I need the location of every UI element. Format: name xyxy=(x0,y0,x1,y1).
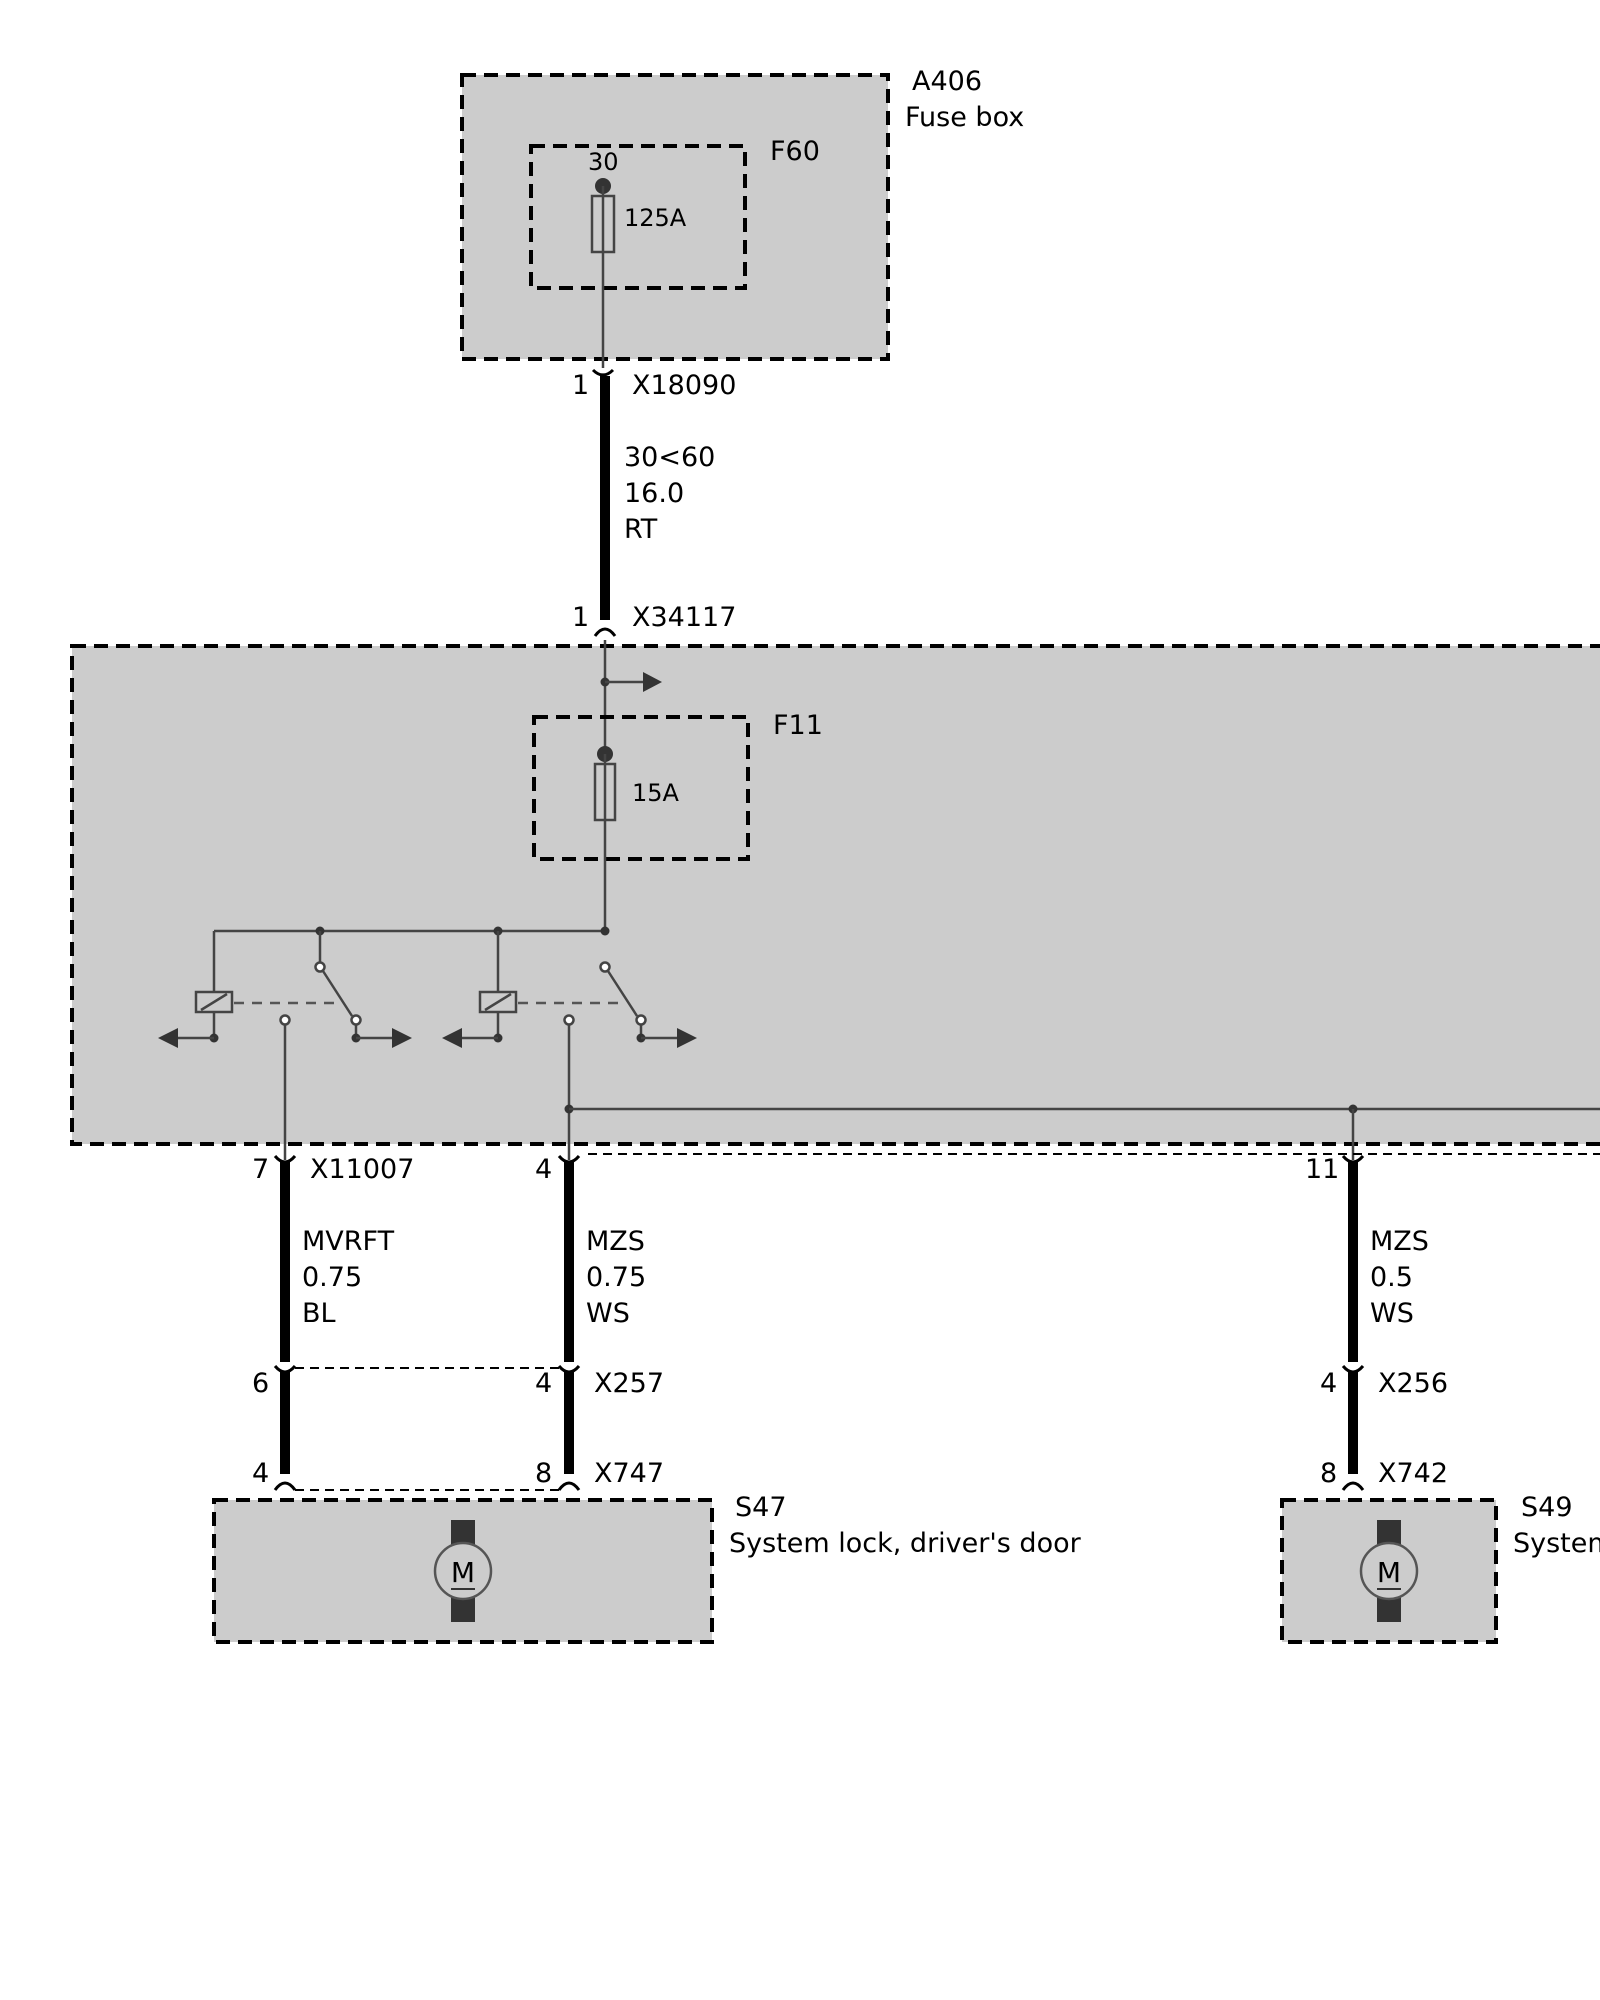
connector-x11007-pin-4: 4 xyxy=(535,1154,552,1185)
connector-x747-pin-4: 4 xyxy=(252,1458,269,1489)
component-s47-id: S47 xyxy=(735,1492,787,1523)
connector-x742-name: X742 xyxy=(1378,1458,1448,1489)
connector-x11007: 7 X11007 4 11 xyxy=(252,1153,1600,1185)
connector-x747-pin-8: 8 xyxy=(535,1458,552,1489)
connector-x11007-pin-7: 7 xyxy=(252,1154,269,1185)
relay-1-switch-contact xyxy=(321,970,354,1017)
connector-x256: 4 X256 xyxy=(1320,1364,1448,1399)
connector-x34117-name: X34117 xyxy=(632,602,736,633)
fuse-box-id: A406 xyxy=(912,66,982,97)
connector-x18090-pin: 1 xyxy=(572,370,589,401)
control-module-outline xyxy=(70,644,1600,1146)
wire-mvrft-signal: MVRFT xyxy=(302,1226,395,1257)
connector-x11007-pin-11: 11 xyxy=(1305,1154,1339,1185)
fuse-f11-rating: 15A xyxy=(632,779,680,807)
relay-1-output-arrow-icon xyxy=(392,1028,412,1048)
wire-mzs-1-color: WS xyxy=(586,1298,630,1329)
wire-mzs-2-color: WS xyxy=(1370,1298,1414,1329)
relay-1-ground-arrow-icon xyxy=(158,1028,178,1048)
relay-2-output-arrow-icon xyxy=(677,1028,697,1048)
wire-mzs-1-size: 0.75 xyxy=(586,1262,646,1293)
component-s47-name: System lock, driver's door xyxy=(729,1528,1082,1559)
connector-x34117-symbol xyxy=(593,627,617,637)
connector-x742: 8 X742 xyxy=(1320,1458,1448,1491)
wire-main-color: RT xyxy=(624,514,658,545)
fuse-box-a406: A406 Fuse box F60 30 125A xyxy=(460,66,1024,368)
connector-x257-name: X257 xyxy=(594,1368,664,1399)
connector-x18090-name: X18090 xyxy=(632,370,736,401)
relay-2 xyxy=(442,931,697,1160)
wire-mzs-2: MZS 0.5 WS xyxy=(1348,1162,1429,1362)
fuse-f60-rating: 125A xyxy=(624,204,687,232)
wire-mvrft-color: BL xyxy=(302,1298,336,1329)
fuse-f60: F60 30 125A xyxy=(529,136,820,368)
wire-mzs-2-signal: MZS xyxy=(1370,1226,1429,1257)
component-s47: S47 System lock, driver's door M xyxy=(212,1492,1082,1644)
connector-x747-name: X747 xyxy=(594,1458,664,1489)
connector-x257-pin-4: 4 xyxy=(535,1368,552,1399)
wire-mvrft-size: 0.75 xyxy=(302,1262,362,1293)
relay-1 xyxy=(158,931,412,1160)
connector-x256-pin: 4 xyxy=(1320,1368,1337,1399)
fuse-box-name: Fuse box xyxy=(905,102,1024,133)
fuse-f60-terminal: 30 xyxy=(588,148,619,176)
fuse-f60-id: F60 xyxy=(770,136,820,167)
component-s49-id: S49 xyxy=(1521,1492,1573,1523)
connector-x11007-name: X11007 xyxy=(310,1154,414,1185)
fuse-f11-id: F11 xyxy=(773,710,823,741)
motor-label: M xyxy=(451,1556,475,1589)
wire-mzs-1-signal: MZS xyxy=(586,1226,645,1257)
relay-2-ground-arrow-icon xyxy=(442,1028,462,1048)
wire-mzs-2-size: 0.5 xyxy=(1370,1262,1413,1293)
main-feed-wire: 1 X18090 30<60 16.0 RT 1 X34117 xyxy=(572,368,736,637)
connector-x256-name: X256 xyxy=(1378,1368,1448,1399)
motor-label: M xyxy=(1377,1556,1401,1589)
fuse-f60-outline xyxy=(529,144,747,290)
wire-mvrft: MVRFT 0.75 BL xyxy=(280,1162,395,1362)
relay-2-switch-contact xyxy=(606,970,639,1017)
feed-arrow-icon xyxy=(643,672,662,692)
wire-mzs-1: MZS 0.75 WS xyxy=(564,1162,646,1362)
connector-x18090-symbol xyxy=(591,368,615,377)
connector-x257: 6 4 X257 xyxy=(252,1364,664,1399)
component-s49-name: System xyxy=(1513,1528,1600,1559)
fuse-f11: F11 15A xyxy=(532,710,823,861)
motor-icon: M xyxy=(1359,1520,1419,1622)
motor-icon: M xyxy=(433,1520,493,1622)
control-module: F11 15A xyxy=(70,640,1600,1160)
connector-x747: 4 8 X747 xyxy=(252,1458,664,1491)
wire-main-signal: 30<60 xyxy=(624,442,715,473)
connector-x257-pin-6: 6 xyxy=(252,1368,269,1399)
connector-x742-pin: 8 xyxy=(1320,1458,1337,1489)
wire-main-size: 16.0 xyxy=(624,478,684,509)
connector-x34117-pin: 1 xyxy=(572,602,589,633)
component-s49: S49 System M xyxy=(1280,1492,1600,1644)
fuse-f11-outline xyxy=(532,715,750,861)
